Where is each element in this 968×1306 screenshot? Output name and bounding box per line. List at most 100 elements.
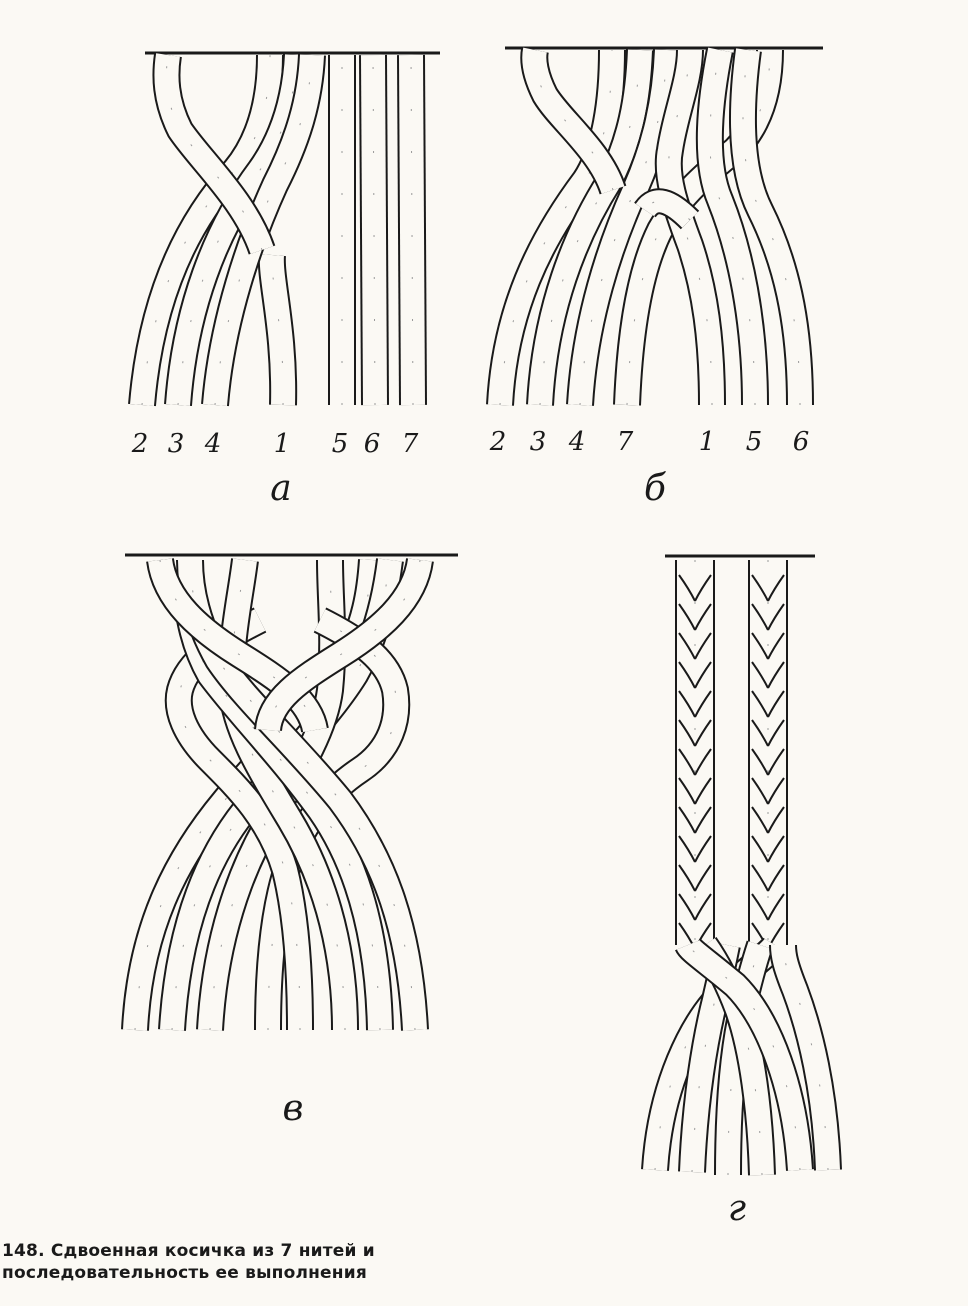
thread-strand-fill xyxy=(697,47,767,406)
braid-link xyxy=(751,806,769,834)
braid-link xyxy=(694,748,712,776)
caption-line-2: последовательность ее выполнения xyxy=(2,1263,367,1283)
thread-label: 4 xyxy=(204,429,222,459)
panel-b-thread-labels: 2 3 4 7 1 5 6 xyxy=(489,427,810,457)
thread-label: 3 xyxy=(168,429,185,459)
thread-label: 5 xyxy=(746,427,763,457)
braid-link xyxy=(751,748,769,776)
thread-strand-fill xyxy=(399,54,425,406)
thread-strand-fill xyxy=(522,47,625,195)
braid-link xyxy=(751,574,769,602)
thread-strand-fill xyxy=(259,254,296,406)
thread-label: 1 xyxy=(274,429,291,459)
braid-link xyxy=(678,748,696,776)
panel-v-strands xyxy=(121,557,434,1031)
braid-link xyxy=(694,690,712,718)
braid-link xyxy=(751,893,769,921)
braid-link xyxy=(678,603,696,631)
braid-link xyxy=(694,632,712,660)
braid-link xyxy=(694,835,712,863)
figure-caption: 148. Сдвоенная косичка из 7 нитей и посл… xyxy=(2,1240,522,1284)
caption-line-1: 148. Сдвоенная косичка из 7 нитей и xyxy=(2,1241,375,1261)
thread-label: 5 xyxy=(332,429,349,459)
thread-strand-fill xyxy=(635,190,698,228)
braid-link xyxy=(678,864,696,892)
braid-link xyxy=(751,690,769,718)
braid-link xyxy=(767,690,785,718)
braid-link xyxy=(767,632,785,660)
panel-v-letter: в xyxy=(283,1088,304,1129)
panel-a-letter: а xyxy=(270,468,291,509)
thread-strand-fill xyxy=(771,944,840,1171)
braid-link xyxy=(767,893,785,921)
panel-b: 2 3 4 7 1 5 6 б xyxy=(486,46,823,509)
braid-link xyxy=(694,603,712,631)
panel-a-strands xyxy=(128,52,427,407)
panel-g: г xyxy=(641,554,842,1229)
thread-shading xyxy=(626,49,771,406)
panel-a-thread-labels: 2 3 4 1 5 6 7 xyxy=(131,429,419,459)
thread-shading xyxy=(727,944,761,1176)
braid-link xyxy=(678,574,696,602)
braid-link xyxy=(678,690,696,718)
braid-link xyxy=(694,661,712,689)
braid-link xyxy=(694,893,712,921)
braid-link xyxy=(767,806,785,834)
braid-link xyxy=(767,864,785,892)
thread-label: 7 xyxy=(617,427,634,457)
thread-strand-fill xyxy=(203,54,324,406)
thread-strand-fill xyxy=(166,54,309,406)
braid-link xyxy=(751,719,769,747)
panel-a: 2 3 4 1 5 6 7 а xyxy=(128,51,440,509)
thread-strand-fill xyxy=(154,53,274,255)
braid-link xyxy=(767,748,785,776)
braid-link xyxy=(678,632,696,660)
braid-link xyxy=(678,661,696,689)
braid-link xyxy=(767,719,785,747)
panel-b-strands xyxy=(486,47,814,406)
braid-link xyxy=(694,864,712,892)
thread-label: 6 xyxy=(364,429,381,459)
braid-link xyxy=(678,893,696,921)
thread-strand-fill xyxy=(731,48,812,406)
thread-strand-fill xyxy=(568,49,679,406)
braid-link xyxy=(678,806,696,834)
braid-link xyxy=(694,806,712,834)
braid-link xyxy=(694,574,712,602)
panel-g-braid xyxy=(641,560,842,1176)
thread-strand-fill xyxy=(256,557,432,732)
braid-link xyxy=(678,835,696,863)
thread-strand-fill xyxy=(488,49,624,406)
braid-link xyxy=(694,777,712,805)
braid-link xyxy=(767,835,785,863)
thread-strand-fill xyxy=(361,54,387,406)
braid-link xyxy=(767,574,785,602)
thread-strand-fill xyxy=(256,609,409,1031)
braid-link xyxy=(751,661,769,689)
thread-strand-fill xyxy=(219,558,357,1031)
thread-label: 4 xyxy=(568,427,586,457)
braid-link xyxy=(751,864,769,892)
thread-label: 7 xyxy=(402,429,419,459)
braid-link xyxy=(694,719,712,747)
panel-g-letter: г xyxy=(728,1188,746,1229)
thread-strand-fill xyxy=(148,557,327,733)
braid-link xyxy=(767,661,785,689)
braid-link xyxy=(678,777,696,805)
braid-link xyxy=(751,603,769,631)
braid-link xyxy=(767,603,785,631)
braid-link xyxy=(751,835,769,863)
thread-label: 2 xyxy=(489,427,507,457)
thread-label: 1 xyxy=(699,427,716,457)
thread-label: 2 xyxy=(131,429,149,459)
thread-label: 3 xyxy=(530,427,547,457)
braid-link xyxy=(767,777,785,805)
thread-label: 6 xyxy=(793,427,810,457)
panel-b-letter: б xyxy=(644,468,667,509)
braid-link xyxy=(751,632,769,660)
braid-link xyxy=(678,719,696,747)
thread-strand-fill xyxy=(676,938,812,1171)
panel-v: в xyxy=(121,553,458,1129)
braid-link xyxy=(751,777,769,805)
